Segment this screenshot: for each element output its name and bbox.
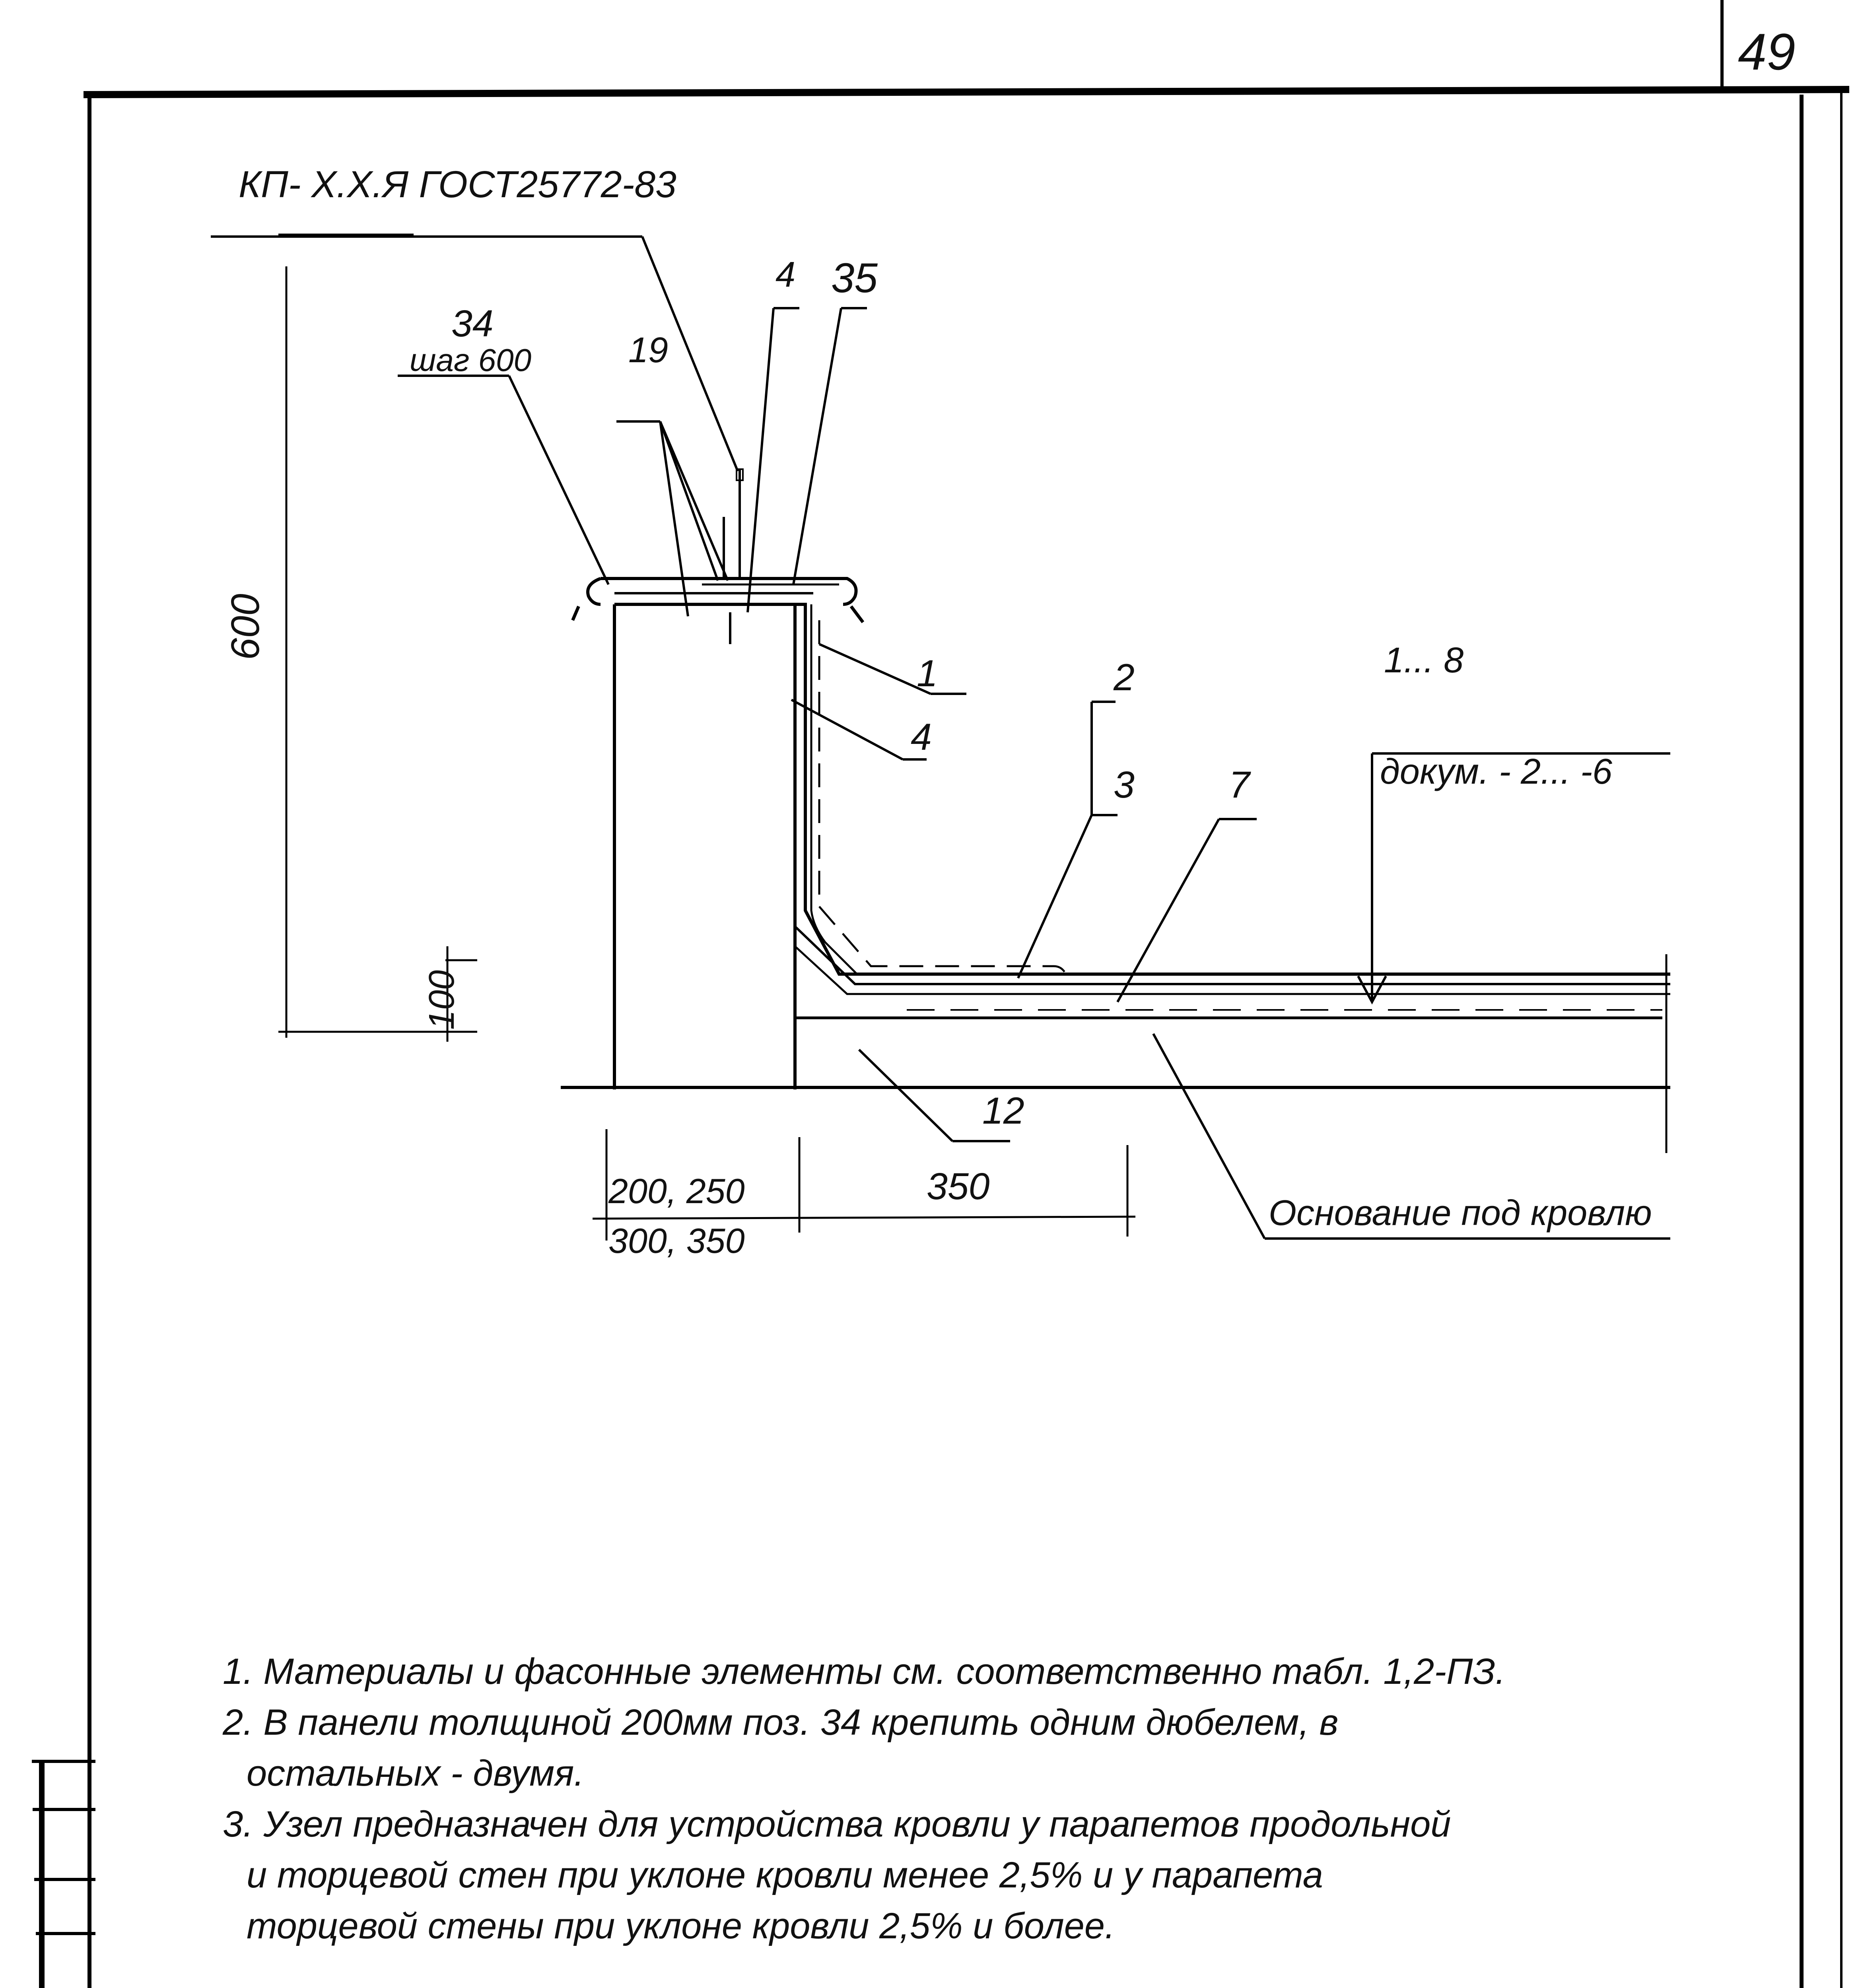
callout-pos-4-side: 4: [911, 716, 932, 758]
callout-layers-doc: докум. - 2... -6: [1380, 752, 1613, 792]
page-number: 49: [1738, 23, 1796, 81]
notes-block: 1. Материалы и фасонные элементы см. соо…: [223, 1646, 1506, 1951]
callout-pos-35: 35: [831, 255, 878, 301]
callout-pos-3: 3: [1114, 764, 1135, 806]
callout-pos-7: 7: [1229, 764, 1250, 806]
note-line: 2. В панели толщиной 200мм поз. 34 крепи…: [223, 1702, 1339, 1743]
note-line: остальных - двумя.: [247, 1753, 584, 1794]
callout-pos-19: 19: [628, 330, 669, 370]
roofing-layers: [561, 603, 1670, 1153]
callout-pos-2: 2: [1114, 656, 1135, 699]
callout-pos-1: 1: [917, 652, 938, 695]
margin-stamp: [32, 1760, 95, 1988]
dimension-height-total: 600: [223, 594, 268, 660]
parapet-cap: [571, 468, 865, 644]
callout-base-label: Основание под кровлю: [1269, 1193, 1652, 1233]
dimension-apron-width: 350: [927, 1165, 990, 1208]
callout-pos-34-step: шаг 600: [410, 342, 532, 378]
note-line: 1. Материалы и фасонные элементы см. соо…: [223, 1651, 1506, 1692]
callout-pos-34: 34: [451, 303, 494, 345]
parapet-wall: [565, 592, 859, 1089]
dimension-wall-thickness-top: 200, 250: [608, 1171, 745, 1211]
callout-layers-range: 1... 8: [1384, 641, 1464, 680]
note-line: торцевой стены при уклоне кровли 2,5% и …: [247, 1906, 1115, 1946]
dimension-lines: [278, 233, 1136, 1241]
callout-pos-12: 12: [982, 1090, 1024, 1132]
note-line: и торцевой стен при уклоне кровли менее …: [247, 1855, 1323, 1895]
note-line: 3. Узел предназначен для устройства кров…: [223, 1804, 1451, 1844]
callout-cap-fastener: КП- Х.Х.Я ГОСТ25772-83: [239, 163, 676, 206]
sheet-frame: [83, 0, 1850, 1988]
callout-pos-4-top: 4: [775, 255, 796, 295]
dimension-height-lower: 100: [422, 970, 462, 1030]
dimension-wall-thickness-bottom: 300, 350: [608, 1221, 745, 1260]
leader-lines: [211, 235, 1670, 1240]
